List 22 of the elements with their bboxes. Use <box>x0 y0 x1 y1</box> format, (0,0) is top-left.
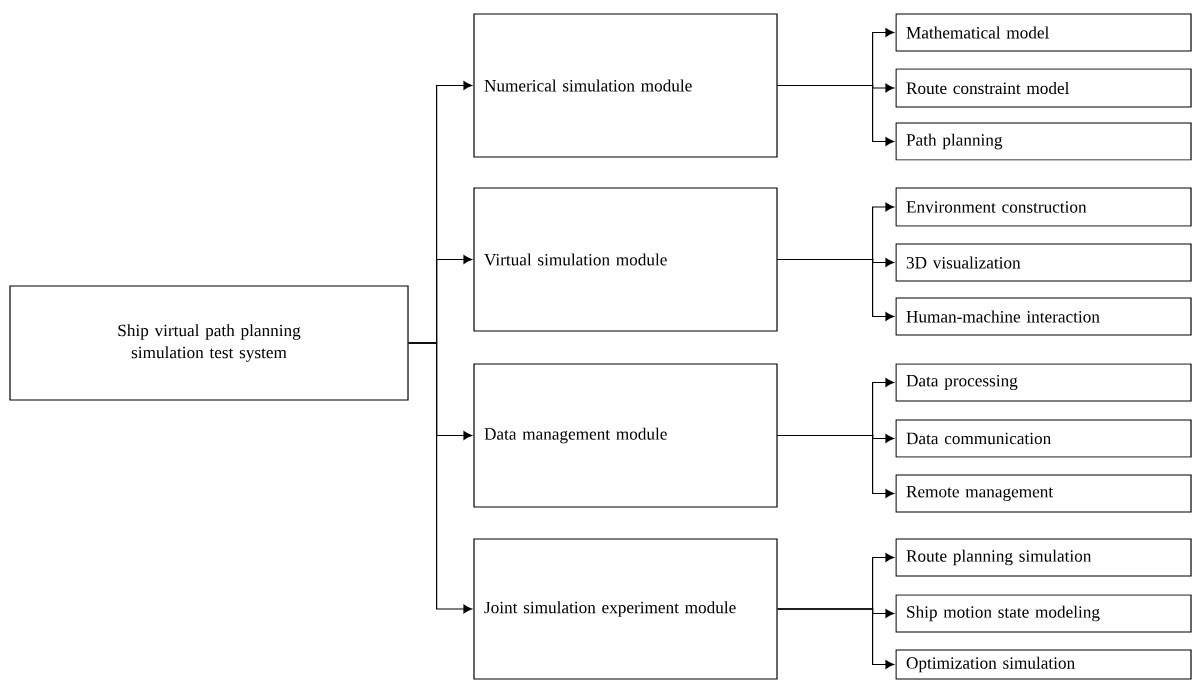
item-box: Environment construction <box>895 187 1192 227</box>
item-box: Data processing <box>895 363 1192 402</box>
module-box: Joint simulation experiment module <box>473 538 778 680</box>
arrow <box>408 342 473 614</box>
item-box: Mathematical model <box>895 13 1192 52</box>
module-box: Virtual simulation module <box>473 187 778 332</box>
item-box: Optimization simulation <box>895 649 1192 680</box>
item-box: Ship motion state modeling <box>895 594 1192 633</box>
item-box: Human-machine interaction <box>895 297 1192 336</box>
item-box: 3D visualization <box>895 243 1192 282</box>
arrow <box>777 84 895 146</box>
item-box: Remote management <box>895 474 1192 513</box>
arrow <box>777 608 895 669</box>
item-box: Route constraint model <box>895 68 1192 108</box>
item-box: Route planning simulation <box>895 538 1192 577</box>
item-box: Path planning <box>895 122 1192 161</box>
system-box: Ship virtual path planning simulation test system <box>9 285 409 401</box>
module-box: Numerical simulation module <box>473 13 778 158</box>
module-box: Data management module <box>473 363 778 508</box>
arrow <box>777 434 895 498</box>
item-box: Data communication <box>895 419 1192 458</box>
arrow <box>777 258 895 321</box>
